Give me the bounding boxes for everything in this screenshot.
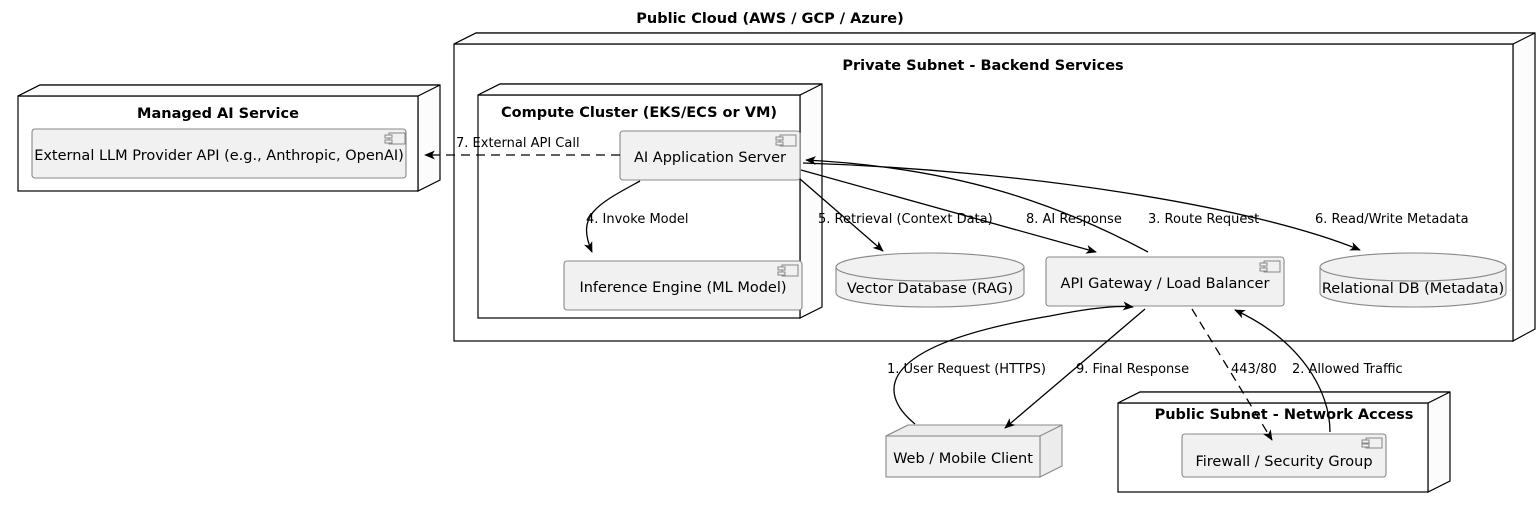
database-relational-db[interactable]: Relational DB (Metadata) bbox=[1319, 252, 1507, 308]
component-icon bbox=[777, 264, 799, 277]
edge-2-allowed-traffic[interactable]: 2. Allowed Traffic bbox=[1234, 309, 1403, 433]
edge-1-user-request-https[interactable]: 1. User Request (HTTPS) bbox=[887, 301, 1134, 425]
edge-label: 7. External API Call bbox=[456, 136, 580, 151]
edge-label: 8. AI Response bbox=[1026, 212, 1122, 227]
node-public-subnet[interactable]: Public Subnet - Network Access Firewall … bbox=[1117, 391, 1451, 493]
node-web-mobile-client[interactable]: Web / Mobile Client bbox=[885, 424, 1063, 478]
component-label: AI Application Server bbox=[634, 150, 786, 166]
component-api-gateway[interactable]: API Gateway / Load Balancer bbox=[1045, 256, 1285, 307]
component-inference-engine[interactable]: Inference Engine (ML Model) bbox=[563, 260, 803, 311]
edge-7-external-api-call[interactable]: 7. External API Call bbox=[424, 136, 620, 160]
component-icon bbox=[1259, 260, 1281, 273]
edge-3-route-request[interactable]: 3. Route Request bbox=[805, 156, 1259, 253]
edge-4-invoke-model[interactable]: 4. Invoke Model bbox=[583, 180, 688, 253]
database-vector-database[interactable]: Vector Database (RAG) bbox=[835, 252, 1025, 308]
component-label: External LLM Provider API (e.g., Anthrop… bbox=[34, 148, 404, 164]
edge-label: 1. User Request (HTTPS) bbox=[887, 362, 1046, 377]
component-firewall-security-group[interactable]: Firewall / Security Group bbox=[1181, 433, 1387, 478]
database-label: Relational DB (Metadata) bbox=[1322, 281, 1504, 297]
public-subnet-title: Public Subnet - Network Access bbox=[1155, 407, 1414, 423]
edge-label: 6. Read/Write Metadata bbox=[1315, 212, 1469, 227]
edge-8-ai-response[interactable]: 8. AI Response bbox=[800, 169, 1122, 254]
component-icon bbox=[775, 134, 797, 147]
edge-label: 9. Final Response bbox=[1076, 362, 1189, 377]
component-external-llm-provider-api[interactable]: External LLM Provider API (e.g., Anthrop… bbox=[31, 128, 407, 179]
component-icon bbox=[1361, 437, 1383, 449]
edge-label: 2. Allowed Traffic bbox=[1292, 362, 1403, 377]
component-label: Firewall / Security Group bbox=[1195, 454, 1372, 470]
edge-6-read-write-metadata[interactable]: 6. Read/Write Metadata bbox=[802, 162, 1469, 251]
database-label: Vector Database (RAG) bbox=[847, 281, 1013, 297]
node-managed-ai-service[interactable]: Managed AI Service External LLM Provider… bbox=[17, 84, 441, 192]
component-label: API Gateway / Load Balancer bbox=[1061, 276, 1270, 292]
edge-label: 4. Invoke Model bbox=[586, 212, 688, 227]
edge-5-retrieval-context-data[interactable]: 5. Retrieval (Context Data) bbox=[799, 178, 993, 252]
managed-ai-service-title: Managed AI Service bbox=[137, 106, 299, 122]
component-label: Inference Engine (ML Model) bbox=[579, 280, 786, 296]
edge-label: 443/80 bbox=[1231, 362, 1277, 377]
compute-cluster-title: Compute Cluster (EKS/ECS or VM) bbox=[501, 105, 777, 121]
node-label: Web / Mobile Client bbox=[893, 451, 1033, 467]
edge-label: 5. Retrieval (Context Data) bbox=[818, 212, 993, 227]
edge-443-80[interactable]: 443/80 bbox=[1191, 308, 1277, 441]
edge-9-final-response[interactable]: 9. Final Response bbox=[1004, 308, 1189, 429]
component-icon bbox=[384, 132, 406, 145]
edge-label: 3. Route Request bbox=[1148, 212, 1259, 227]
component-ai-application-server[interactable]: AI Application Server bbox=[619, 130, 801, 181]
public-cloud-title: Public Cloud (AWS / GCP / Azure) bbox=[636, 11, 903, 27]
private-subnet-title: Private Subnet - Backend Services bbox=[842, 58, 1123, 74]
